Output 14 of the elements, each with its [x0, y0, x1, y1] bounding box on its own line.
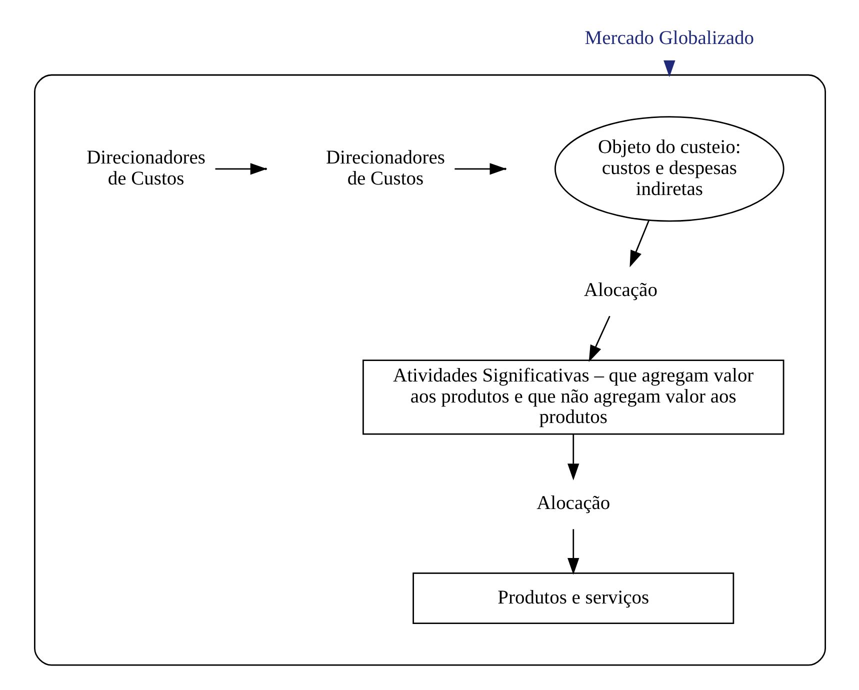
arrow — [567, 434, 579, 480]
cluster — [34, 74, 826, 666]
arrow — [588, 316, 610, 362]
node-box: Produtos e serviços — [412, 572, 734, 624]
node-text: Alocação — [536, 492, 610, 514]
arrow — [567, 529, 579, 575]
node-text: Mercado Globalizado — [584, 28, 754, 49]
node-text: Direcionadores de Custos — [86, 148, 206, 190]
node-box: Atividades Significativas – que agregam valor aos produtos e que não agregam valor aos produtos — [362, 360, 784, 435]
node-text: Alocação — [583, 280, 657, 301]
arrow — [663, 60, 675, 78]
node-ellipse: Objeto do custeio: custos e despesas indiretas — [554, 116, 784, 222]
node-text: Direcionadores de Custos — [325, 148, 444, 190]
arrow — [629, 220, 649, 268]
